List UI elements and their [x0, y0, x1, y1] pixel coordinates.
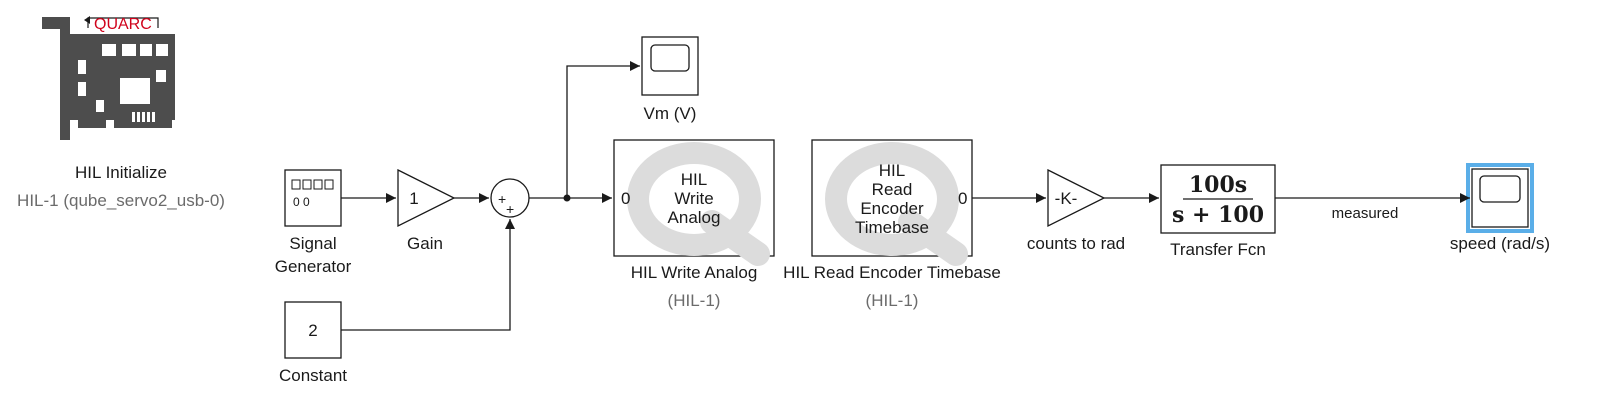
sum-sign-1: +: [498, 191, 506, 207]
hil-write-port: 0: [621, 189, 630, 208]
constant-value: 2: [308, 321, 317, 340]
hil-initialize-sublabel: HIL-1 (qube_servo2_usb-0): [17, 191, 225, 210]
scope-vm-block[interactable]: Vm (V): [641, 36, 699, 123]
sum-block[interactable]: + +: [490, 178, 530, 218]
quarc-card-icon: QUARC: [42, 16, 175, 140]
gain-label: Gain: [407, 234, 443, 253]
counts-to-rad-value: -K-: [1055, 189, 1078, 208]
constant-block[interactable]: 2 Constant: [279, 301, 347, 385]
hil-write-analog-block[interactable]: 0 HIL Write Analog HIL Write Analog (HIL…: [613, 139, 775, 310]
transfer-fcn-label: Transfer Fcn: [1170, 240, 1266, 259]
hil-read-icon-line1: HIL: [879, 161, 905, 180]
hil-initialize-label: HIL Initialize: [75, 163, 167, 182]
hil-read-sublabel: (HIL-1): [866, 291, 919, 310]
signal-generator-icon: 0 0: [291, 179, 334, 209]
hil-write-icon-line3: Analog: [668, 208, 721, 227]
quarc-logo-frame: [87, 17, 159, 28]
signal-label-measured: measured: [1332, 205, 1399, 222]
branch-point: [563, 194, 571, 202]
hil-read-icon-line3: Encoder: [860, 199, 924, 218]
hil-read-encoder-block[interactable]: 0 HIL Read Encoder Timebase HIL Read Enc…: [783, 139, 1001, 310]
counts-to-rad-label: counts to rad: [1027, 234, 1125, 253]
transfer-fcn-numerator: 100s: [1189, 172, 1247, 198]
transfer-fcn-denominator: s + 100: [1172, 202, 1264, 228]
hil-read-icon-line2: Read: [872, 180, 913, 199]
signal-generator-label-line1: Signal: [289, 234, 336, 253]
gain-value: 1: [409, 189, 418, 208]
wire-constant-sum[interactable]: [341, 219, 515, 331]
hil-write-label: HIL Write Analog: [631, 263, 758, 282]
signal-generator-block[interactable]: 0 0 Signal Generator: [275, 169, 352, 276]
signal-lines: measured: [341, 61, 1470, 331]
constant-label: Constant: [279, 366, 347, 385]
sum-sign-2: +: [506, 201, 514, 217]
scope-vm-label: Vm (V): [644, 104, 697, 123]
scope-icon: [1479, 175, 1521, 203]
gain-block[interactable]: 1 Gain: [397, 168, 456, 253]
hil-write-icon-line2: Write: [674, 189, 713, 208]
q-watermark-icon: [627, 142, 770, 266]
counts-to-rad-block[interactable]: -K- counts to rad: [1027, 168, 1125, 253]
hil-write-sublabel: (HIL-1): [668, 291, 721, 310]
quarc-logo-arrow: [84, 16, 90, 24]
hil-write-icon-line1: HIL: [681, 170, 707, 189]
transfer-fcn-block[interactable]: 100s s + 100 Transfer Fcn: [1160, 164, 1276, 259]
scope-speed-label: speed (rad/s): [1450, 234, 1550, 253]
hil-read-port: 0: [958, 189, 967, 208]
wire-branch-scope-vm[interactable]: [566, 61, 640, 198]
hil-read-icon-line4: Timebase: [855, 218, 929, 237]
q-watermark-icon: [825, 142, 968, 266]
hil-read-label: HIL Read Encoder Timebase: [783, 263, 1001, 282]
scope-icon: [650, 44, 690, 72]
hil-initialize-block[interactable]: QUARC HIL Initialize HIL-1 (qube_servo2_…: [17, 16, 225, 210]
signal-generator-label-line2: Generator: [275, 257, 352, 276]
quarc-logo-text: QUARC: [94, 16, 152, 33]
scope-speed-block[interactable]: speed (rad/s): [1450, 163, 1550, 253]
svg-text:0 0: 0 0: [293, 195, 310, 209]
